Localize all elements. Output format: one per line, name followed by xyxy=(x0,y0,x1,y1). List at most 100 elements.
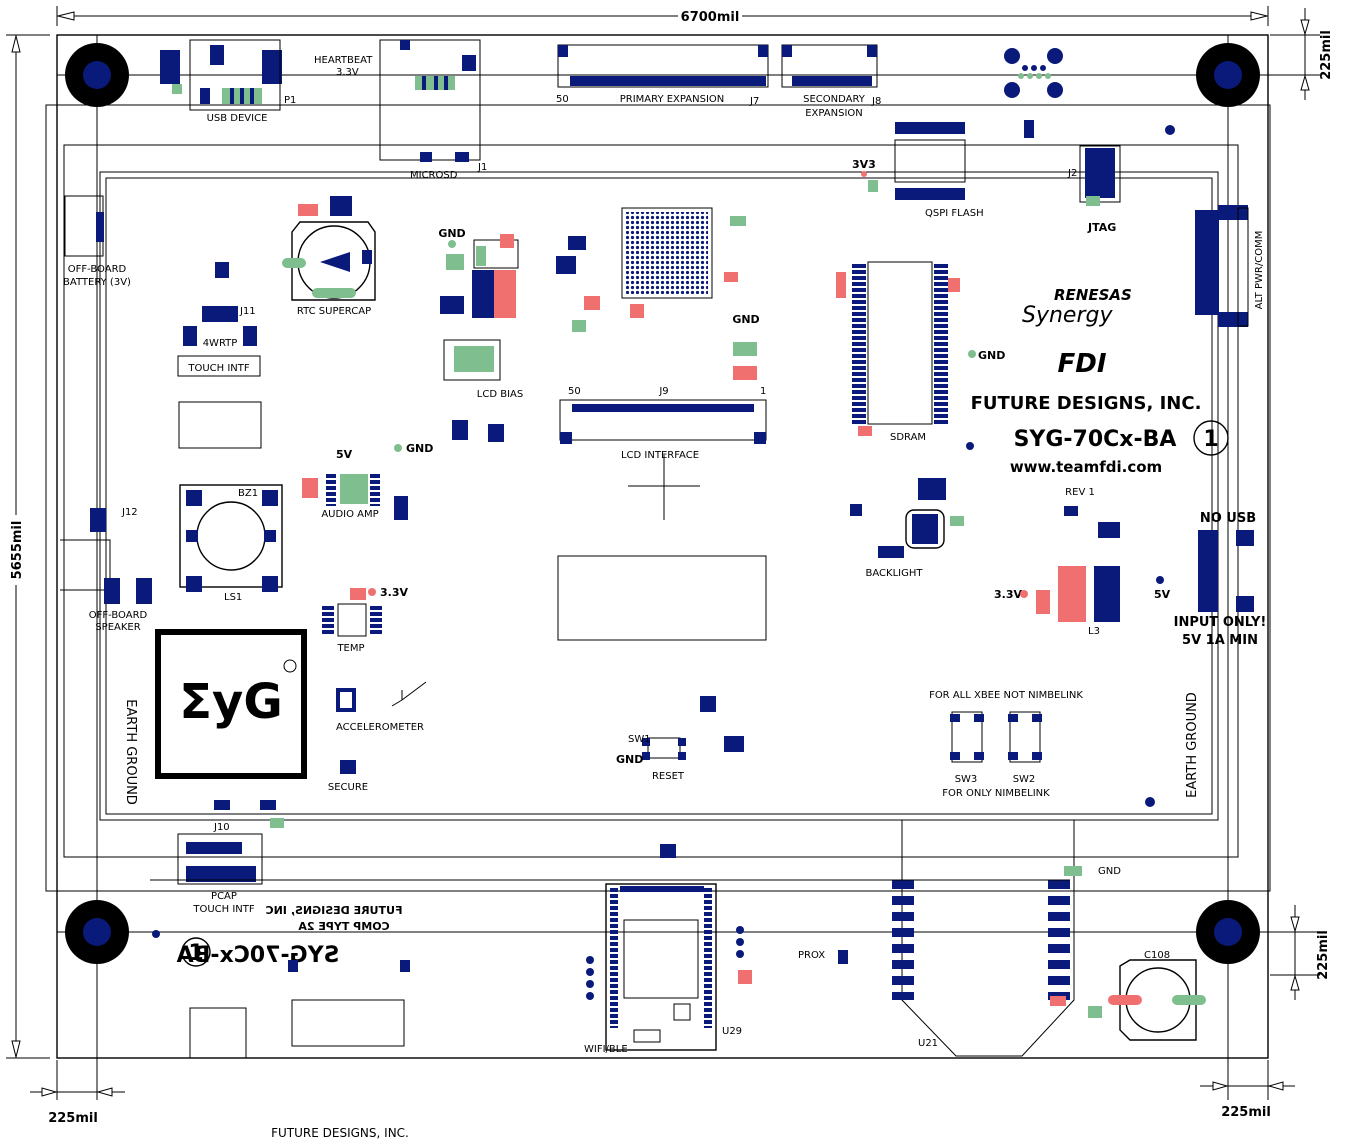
gnd-label-4: GND xyxy=(406,442,433,455)
rtc-supercap xyxy=(282,221,376,301)
usb-device-label: USB DEVICE xyxy=(207,113,268,124)
earth-ground-right-label: EARTH GROUND xyxy=(1185,692,1200,798)
lcd-pin1-label: 1 xyxy=(760,386,766,397)
lcd-active-outer xyxy=(63,144,1239,858)
sw3-switch xyxy=(950,711,984,763)
v5-audio-label: 5V xyxy=(336,448,353,461)
backlight-label: BACKLIGHT xyxy=(866,568,924,579)
sw1-label: SW1 xyxy=(628,734,651,745)
sw3-label: SW3 xyxy=(955,774,978,785)
mounting-hole-tl xyxy=(65,43,129,107)
secure-label: SECURE xyxy=(328,782,368,793)
audio-amp-label: AUDIO AMP xyxy=(321,509,378,520)
footer-label: FUTURE DESIGNS, INC. xyxy=(271,1126,409,1140)
input-only-label: INPUT ONLY! xyxy=(1174,615,1267,630)
lcd-bias-label: LCD BIAS xyxy=(477,389,523,400)
gnd-label-3: GND xyxy=(978,349,1005,362)
lcd-center-rect xyxy=(557,555,767,641)
bz1-label: BZ1 xyxy=(238,488,258,499)
j9-label: J9 xyxy=(658,386,668,397)
pcap-label-1: PCAP xyxy=(211,891,237,902)
website-label: www.teamfdi.com xyxy=(1010,458,1162,476)
gnd-label-2: GND xyxy=(732,313,759,326)
j7-label: J7 xyxy=(749,96,759,107)
eyg-logo-text: ΣyG xyxy=(179,674,282,730)
fdi-logo: FDI xyxy=(1057,349,1106,379)
speaker-connector xyxy=(60,508,152,604)
earth-ground-left-label: EARTH GROUND xyxy=(123,699,138,805)
c108-capacitor xyxy=(1108,959,1206,1041)
for-only-nimbelink-label: FOR ONLY NIMBELINK xyxy=(942,788,1050,799)
pcap-connector xyxy=(177,833,263,885)
secondary-expansion-connector xyxy=(781,44,878,88)
dimension-top: 6700mil xyxy=(56,6,1269,26)
board-outline xyxy=(56,34,1269,1059)
mirror-bottom-text: FUTURE DESIGNS, INC COMP TYPE 2A SYG-70C… xyxy=(177,904,403,968)
c108-label: C108 xyxy=(1144,950,1170,961)
dim-225-bottom-left: 225mil xyxy=(48,1111,98,1126)
lcd-active-mid xyxy=(99,171,1219,821)
sdram-chip xyxy=(852,261,948,425)
alt-pwr-connector xyxy=(1195,205,1249,327)
expansion-label: EXPANSION xyxy=(805,108,863,119)
j8-label: J8 xyxy=(871,96,881,107)
wifi-ble-module xyxy=(605,883,717,1051)
axis-indicator xyxy=(391,681,427,707)
power-input-connector xyxy=(1198,530,1254,612)
audio-amp-chip xyxy=(326,472,380,506)
v33-temp-label: 3.3V xyxy=(380,586,408,599)
lcd-active-inner xyxy=(105,177,1213,815)
ls1-label: LS1 xyxy=(224,592,242,603)
backlight-inductor xyxy=(905,509,945,549)
alt-pwr-label: ALT PWR/COMM xyxy=(1254,231,1265,310)
dim-5655: 5655mil xyxy=(10,521,25,580)
off-board-speaker-label-2: SPEAKER xyxy=(95,622,140,633)
four-wrtp-label: 4WRTP xyxy=(203,338,238,349)
heartbeat-label: HEARTBEAT xyxy=(314,55,373,66)
dimension-bottom-right: 225mil xyxy=(1200,1000,1295,1120)
gnd-label-1: GND xyxy=(438,227,465,240)
sw2-label: SW2 xyxy=(1013,774,1036,785)
usb-device-connector xyxy=(160,39,282,111)
board-title: SYG-70Cx-BA xyxy=(1014,427,1177,452)
u21-label: U21 xyxy=(918,1038,938,1049)
mirror-future-designs: FUTURE DESIGNS, INC xyxy=(266,904,403,917)
accelerometer-chip xyxy=(336,688,356,712)
l3-label: L3 xyxy=(1088,626,1100,637)
v5-right-label: 5V xyxy=(1154,588,1171,601)
dimension-top-right: 225mil xyxy=(1230,8,1334,100)
dimension-left: 5655mil xyxy=(6,34,50,1059)
j1-label: J1 xyxy=(477,162,487,173)
mounting-hole-tr xyxy=(1196,43,1260,107)
eyg-logo xyxy=(155,629,307,779)
battery-connector xyxy=(64,195,104,257)
mounting-hole-br xyxy=(1196,900,1260,964)
rtc-supercap-label: RTC SUPERCAP xyxy=(297,306,371,317)
lcd-bias-chip xyxy=(443,339,501,381)
revision-circle xyxy=(1193,420,1229,456)
sw2-switch xyxy=(1008,711,1042,763)
future-designs-label: FUTURE DESIGNS, INC. xyxy=(971,393,1202,414)
gnd-label-5: GND xyxy=(616,753,643,766)
p1-label: P1 xyxy=(284,95,296,106)
pcap-label-2: TOUCH INTF xyxy=(192,904,255,915)
secondary-label: SECONDARY xyxy=(803,94,866,105)
battery-3v-label: BATTERY (3V) xyxy=(63,277,131,288)
temp-sensor xyxy=(322,603,382,637)
dim-6700: 6700mil xyxy=(681,10,740,25)
prox-label: PROX xyxy=(798,950,825,961)
primary-expansion-connector xyxy=(557,44,769,88)
mcu-bga xyxy=(621,207,713,299)
input-spec-label: 5V 1A MIN xyxy=(1182,633,1258,648)
lcd-interface-connector xyxy=(559,399,767,444)
buzzer xyxy=(179,484,283,592)
dsub-connector xyxy=(1004,48,1063,98)
mirror-comp-type: COMP TYPE 2A xyxy=(298,920,390,933)
reset-switch xyxy=(642,737,686,760)
mounting-hole-bl xyxy=(65,900,129,964)
reset-label: RESET xyxy=(652,771,685,782)
l3-inductor xyxy=(1058,566,1120,622)
j12-label: J12 xyxy=(121,507,138,518)
rev-label: REV 1 xyxy=(1065,487,1095,498)
